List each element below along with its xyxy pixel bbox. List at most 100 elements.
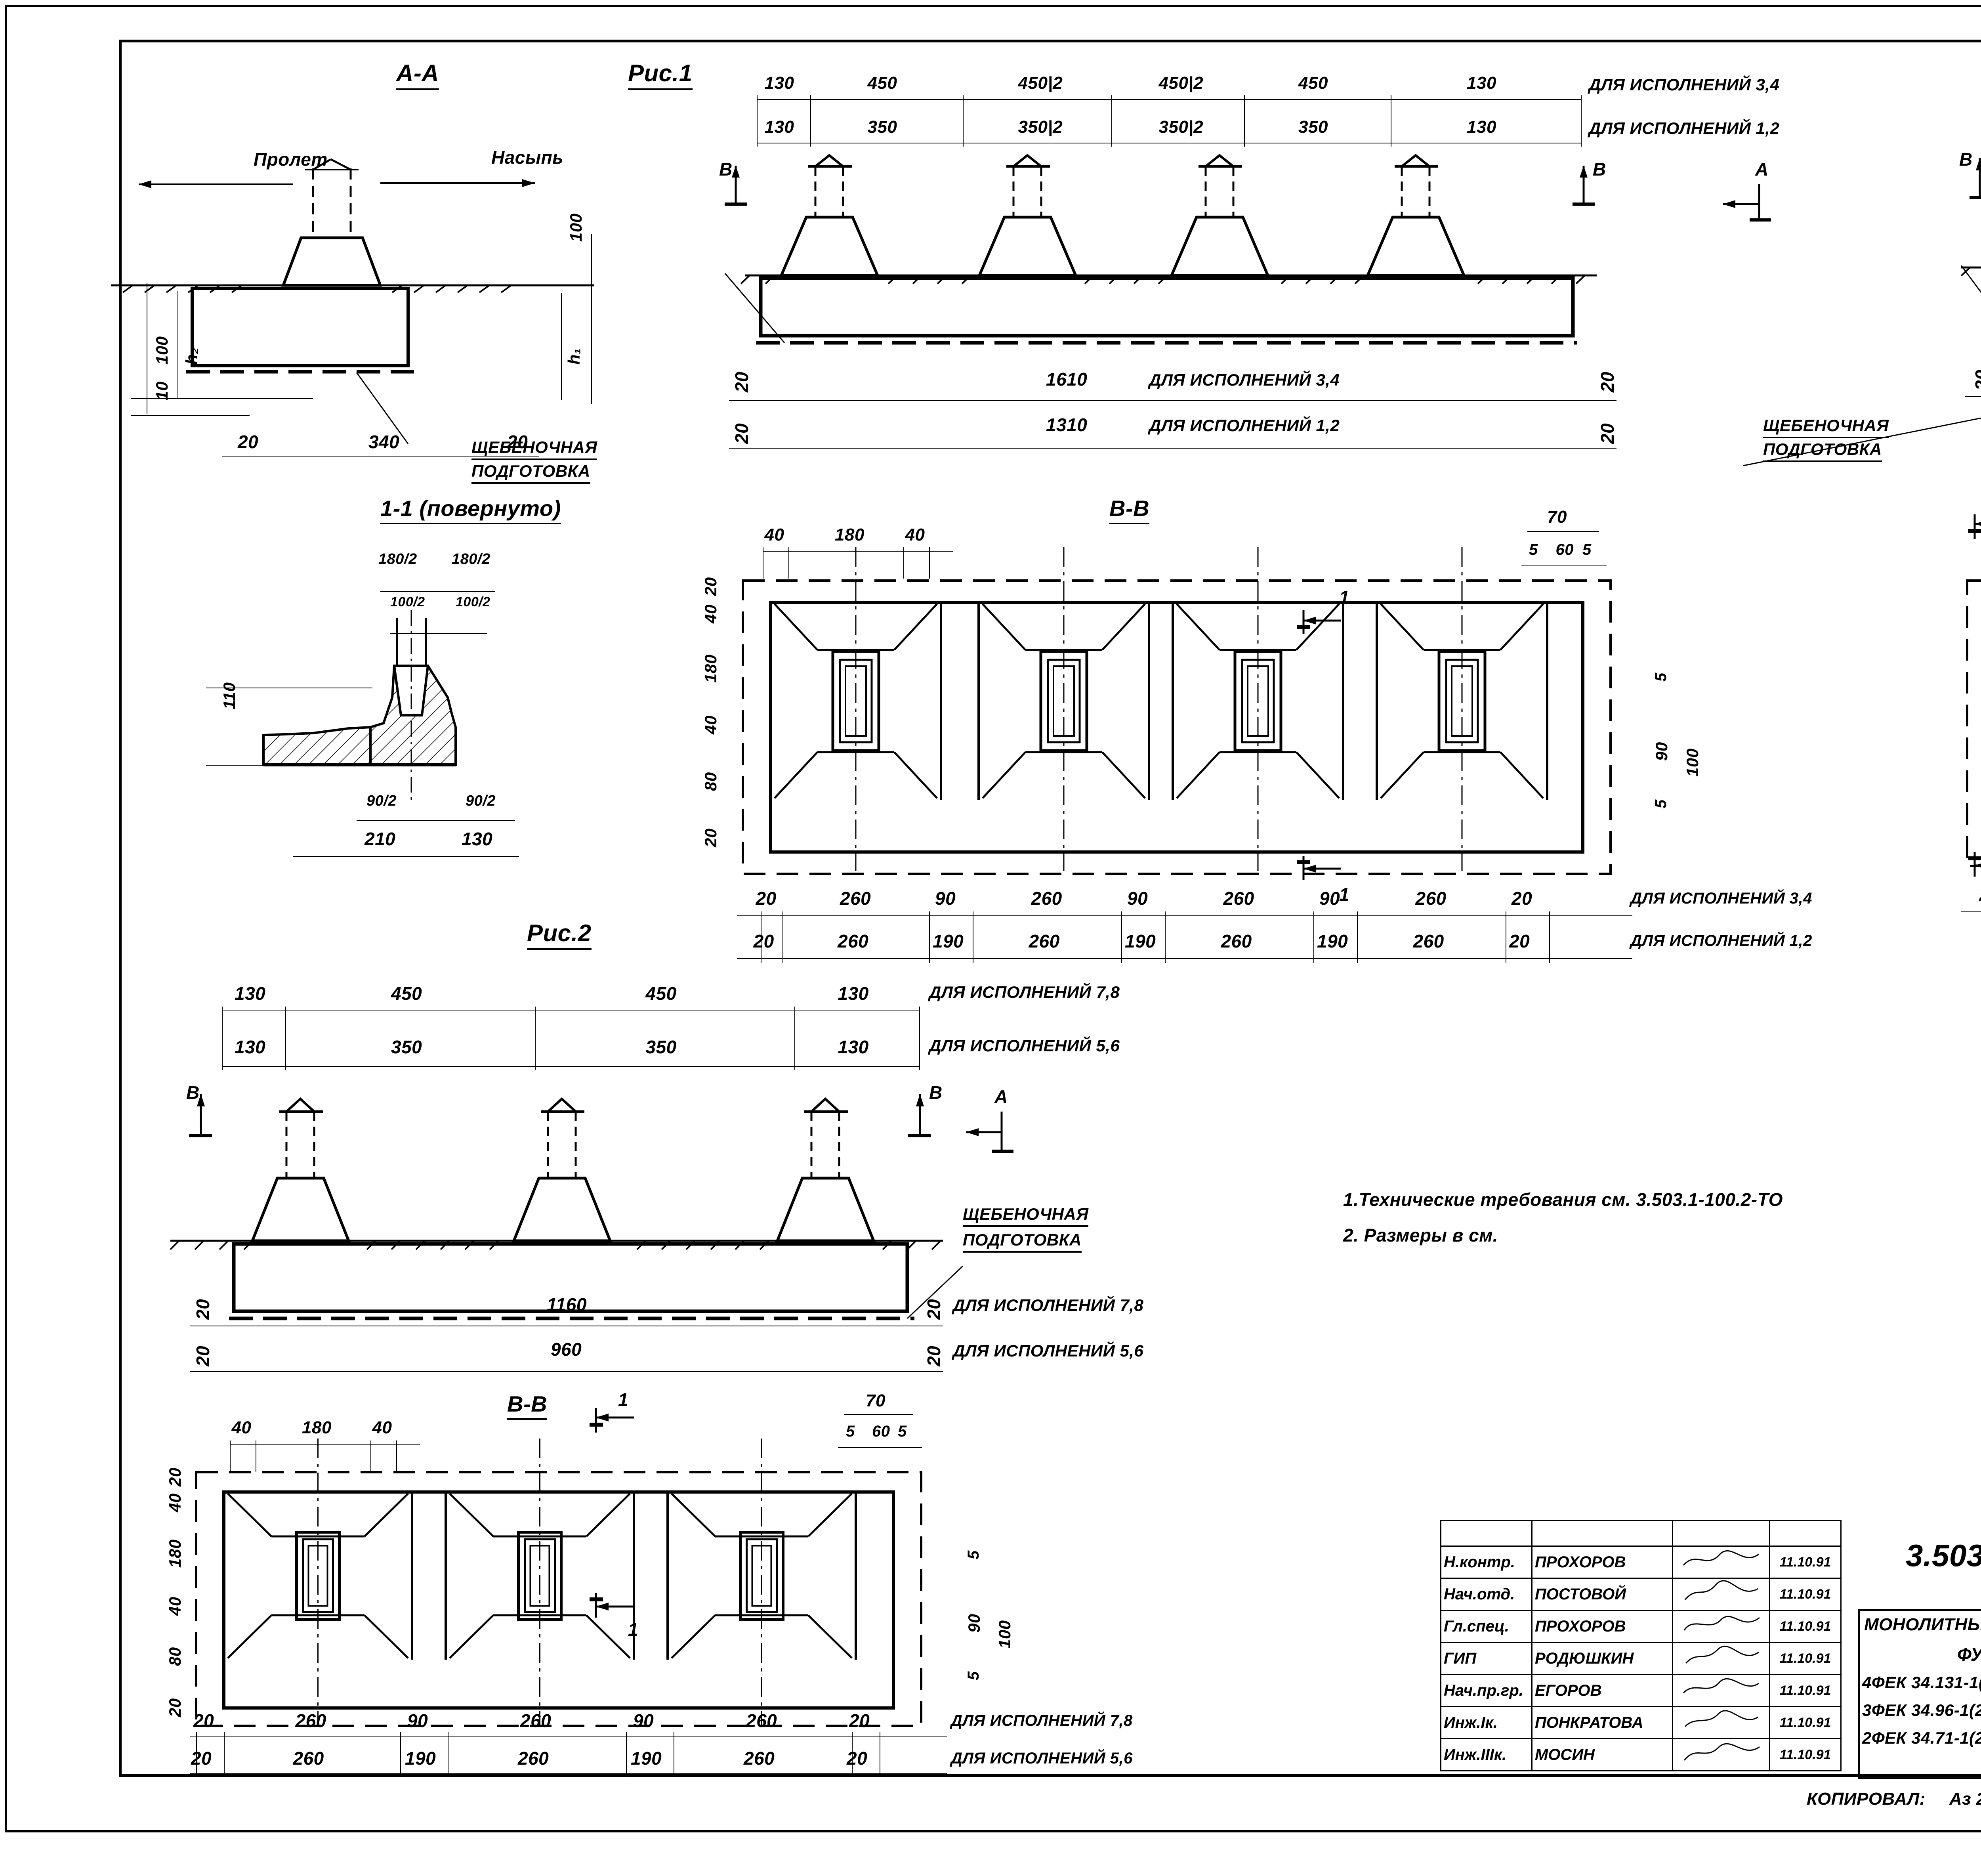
fig2-plan-bottom-note-a: ДЛЯ ИСПОЛНЕНИЙ 7,8 [951, 1712, 1133, 1729]
fig2-base-left-b: 20 [193, 1345, 213, 1366]
dim-witness-line [1244, 95, 1245, 147]
dim-witness-line [285, 1007, 286, 1070]
detail-dim-90-2-l: 90/2 [366, 793, 397, 809]
fig1-plan-botdim-b-3: 260 [1029, 931, 1060, 951]
fig2-topdim-b-1: 350 [391, 1037, 422, 1057]
fig2-plan-leftdim-1: 40 [166, 1493, 184, 1512]
fig3-marker-B-left-arrow [1970, 158, 1981, 199]
fig1-marker-B-right: В [1593, 159, 1606, 180]
dim-witness-line [757, 95, 758, 147]
fig1-plan-rtop-1: 60 [1555, 541, 1574, 558]
fig2-plan-leftdim-2: 180 [166, 1539, 184, 1568]
fig2-topdim-a-2: 450 [645, 983, 677, 1004]
dim-witness-line [919, 1007, 920, 1070]
drawing-code: 3.503.1-100.2-11 [1906, 1538, 1981, 1573]
signer-role: Инж.IIIк. [1440, 1738, 1533, 1771]
fig3-plan-botdim-0: 20 [1979, 884, 1981, 905]
signer-name: РОДЮШКИН [1531, 1642, 1673, 1675]
fig2-marker-A-arrow [966, 1112, 1013, 1153]
fig1-marker-B-left-arrow [725, 166, 747, 206]
fig2-marker-B-left: В [186, 1082, 200, 1103]
dim-witness-line [196, 1732, 197, 1777]
signature-mark [1672, 1578, 1770, 1611]
fig2-plan-botdim-b-2: 190 [405, 1748, 436, 1769]
copied-value: Аз 25430 -03 18 [1949, 1789, 1981, 1809]
detail-dim-100-2-r: 100/2 [456, 594, 490, 609]
fig2-plan-cut-arrow-bottom [590, 1593, 634, 1618]
dim-witness-line [963, 95, 964, 147]
label-shchebenochnaya-3: ЩЕБЕНОЧНАЯ [1763, 416, 1889, 438]
fig1-plan-botdim-b-2: 190 [933, 931, 964, 951]
fig1-plan-cut-arrow-top [1297, 610, 1341, 634]
fig3-base-left: 20 [1971, 369, 1981, 390]
title-block-blank-cell [1672, 1520, 1770, 1547]
fig1-plan-botdim-b-5: 260 [1221, 931, 1252, 951]
fig3-marker-B-left: В [1959, 149, 1973, 170]
fig1-top-dim-b-2: 350|2 [1018, 117, 1063, 137]
detail-dim-100-2-l: 100/2 [390, 594, 425, 609]
copied-label: КОПИРОВАЛ: [1807, 1789, 1926, 1809]
dim-20-left-aa: 20 [238, 432, 259, 452]
fig2-topdim-b-3: 130 [838, 1037, 869, 1057]
fig1-top-dim-b-4: 350 [1298, 117, 1328, 137]
object-line-1: МОНОЛИТНЫЕ ЖЕЛЕЗОБЕТОННЫЕ [1864, 1615, 1981, 1634]
fig2-plan-drawing [195, 1439, 922, 1727]
fig1-top-note-a: ДЛЯ ИСПОЛНЕНИЙ 3,4 [1589, 75, 1780, 94]
dim-witness-line [1313, 911, 1314, 963]
fig2-plan-topdim-1: 180 [302, 1418, 332, 1437]
fig3-plan-drawing [1966, 579, 1981, 867]
signer-date: 11.10.91 [1769, 1546, 1842, 1579]
dim-witness-line [535, 1007, 536, 1070]
fig3-shch-leader [1743, 417, 1981, 466]
dim-20-right-aa: 20 [507, 432, 528, 452]
fig2-topdim-a-0: 130 [235, 983, 266, 1004]
fig1-base-right-a: 20 [1597, 371, 1618, 392]
section-aa-drawing [111, 158, 594, 444]
dim-witness-line [1111, 95, 1112, 147]
fig2-plan-botdim-a-6: 20 [849, 1710, 870, 1731]
fig1-plan-rtop-0: 5 [1529, 541, 1538, 558]
signer-name: ЕГОРОВ [1531, 1674, 1673, 1707]
fig1-top-dim-b-3: 350|2 [1158, 117, 1204, 137]
fig1-plan-leftdim-2: 180 [701, 654, 720, 683]
fig2-plan-botdim-b-0: 20 [191, 1748, 212, 1769]
signer-role: Н.контр. [1440, 1546, 1533, 1579]
fig2-plan-botdim-a-0: 20 [193, 1710, 214, 1731]
fig1-base-note-b: ДЛЯ ИСПОЛНЕНИЙ 1,2 [1149, 416, 1340, 435]
fig1-top-dim-a-1: 450 [867, 73, 897, 93]
signature-mark [1672, 1706, 1770, 1739]
title-block-blank-cell [1440, 1520, 1533, 1547]
dim-witness-line [794, 1007, 795, 1070]
fig1-title: Рис.1 [628, 59, 693, 90]
fig1-top-dim-b-1: 350 [867, 117, 897, 137]
fig2-base-note-a: ДЛЯ ИСПОЛНЕНИЙ 7,8 [953, 1296, 1144, 1314]
fig1-plan-topdim-2: 40 [905, 525, 925, 544]
fig2-plan-rside-100: 100 [995, 1620, 1014, 1649]
object-line-3: 4ФЕК 34.131-1(2); 4ФЕК 34.161-1(2); [1862, 1673, 1981, 1692]
fig1-top-dim-a-3: 450|2 [1158, 73, 1204, 93]
fig1-plan-botdim-a-0: 20 [756, 888, 777, 909]
fig2-plan-rtop-0: 5 [846, 1423, 855, 1440]
fig2-plan-rside-5a: 5 [965, 1550, 982, 1559]
fig1-plan-botdim-a-1: 260 [840, 888, 871, 909]
fig2-plan-rtop-2: 5 [898, 1423, 907, 1440]
label-podgotovka-2: ПОДГОТОВКА [963, 1230, 1082, 1253]
dim-witness-line [400, 1732, 401, 1777]
fig2-elevation-drawing [170, 1097, 964, 1320]
signer-name: ПРОХОРОВ [1531, 1610, 1673, 1643]
dim-witness-line [903, 547, 904, 579]
title-block-blank-row [1440, 1520, 1842, 1547]
fig2-base-right-b: 20 [924, 1345, 944, 1366]
fig1-plan-botdim-a-4: 90 [1127, 888, 1148, 909]
fig1-top-dim-a-2: 450|2 [1018, 73, 1063, 93]
fig1-plan-botdim-a-8: 20 [1512, 888, 1533, 909]
label-shchebenochnaya-1: ЩЕБЕНОЧНАЯ [471, 438, 597, 460]
dim-100-top-aa: 100 [567, 213, 585, 242]
fig2-plan-rside-5b: 5 [965, 1671, 982, 1680]
dim-witness-line [224, 1732, 225, 1777]
dim-witness-line [788, 547, 789, 579]
